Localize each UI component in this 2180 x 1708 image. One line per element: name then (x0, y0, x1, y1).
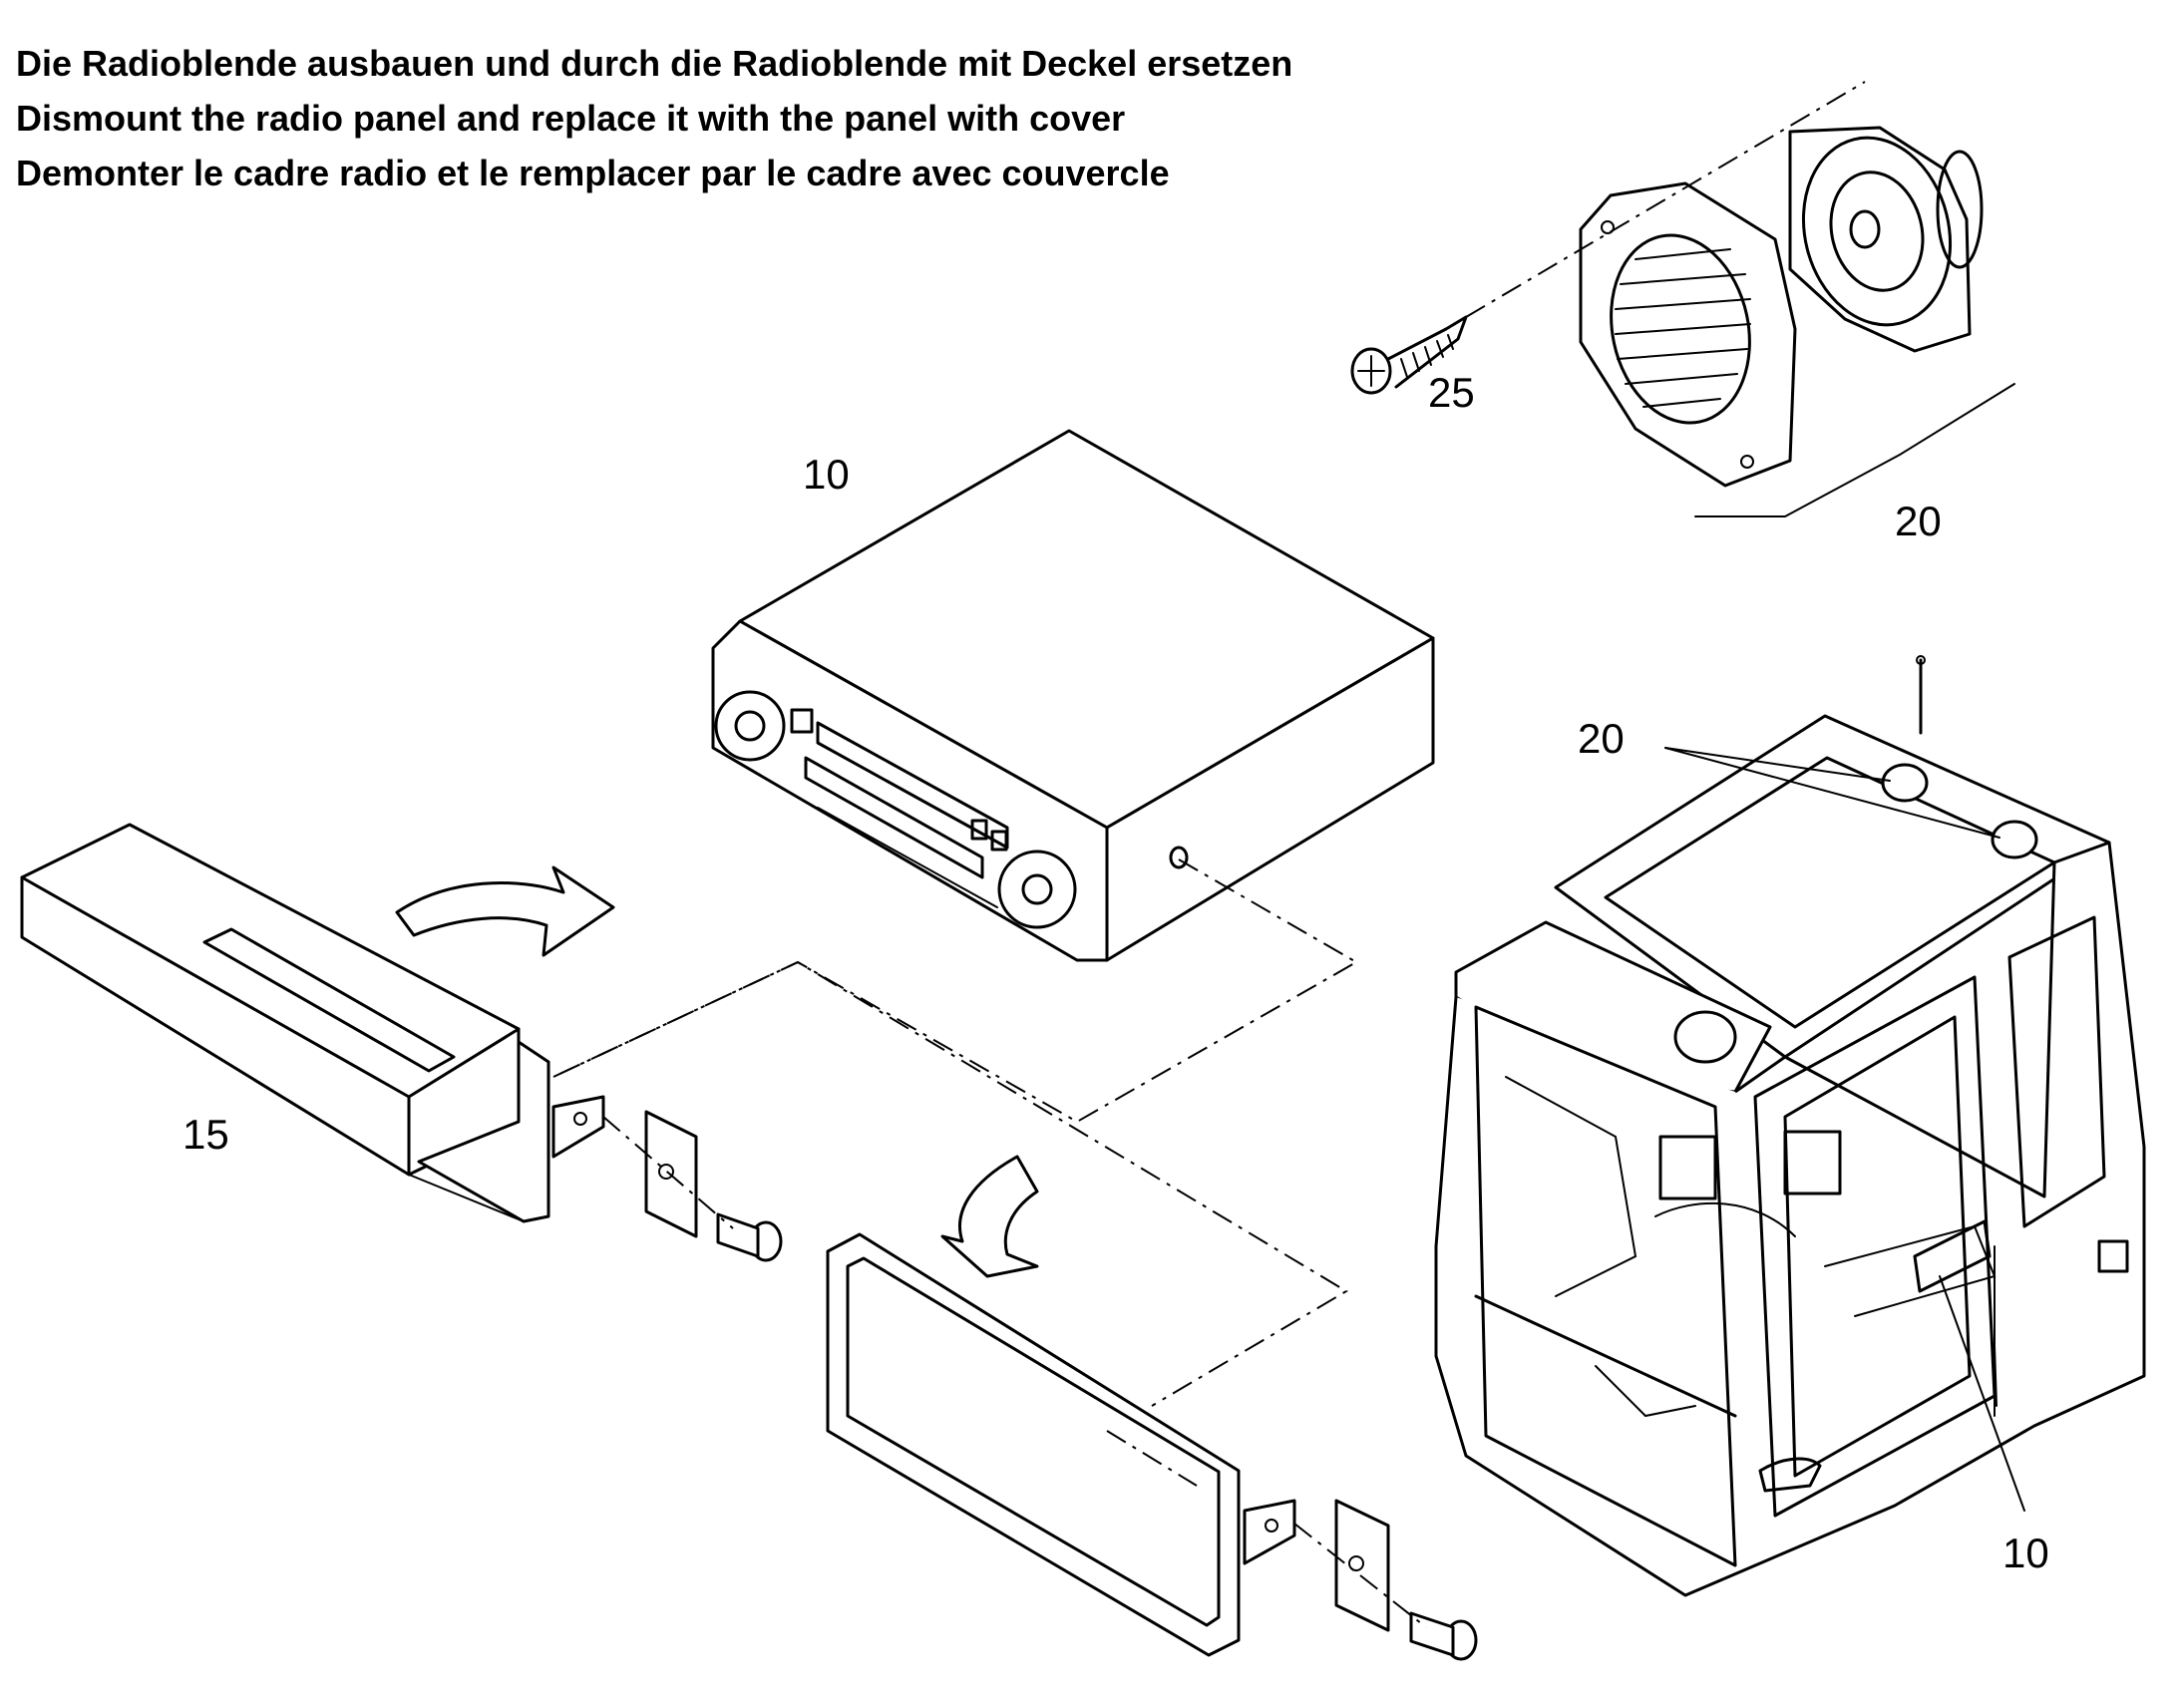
excavator-cab (1434, 655, 2146, 1597)
cover-panel-15 (20, 823, 605, 1223)
callout-cab-speaker: 20 (1578, 715, 1625, 762)
speaker-assembly (1350, 81, 2015, 517)
frame-panel (826, 1232, 1296, 1657)
callout-speaker-top: 20 (1895, 498, 1942, 544)
callout-cover-panel: 15 (182, 1111, 229, 1158)
speaker-grille-holes (1615, 248, 1751, 408)
clip-bracket-right (1334, 1499, 1390, 1632)
cab-speaker-left-icon (1881, 763, 1929, 803)
cab-speaker-right-icon (1991, 820, 2038, 859)
radio-unit (552, 429, 1435, 1407)
instruction-english: Dismount the radio panel and replace it … (16, 98, 1126, 139)
instruction-text-block: Die Radioblende ausbauen und durch die R… (16, 36, 1292, 200)
screw-left (716, 1212, 783, 1262)
instruction-french: Demonter le cadre radio et le remplacer … (16, 153, 1170, 193)
rotate-arrow-down (940, 1155, 1039, 1278)
callout-radio: 10 (803, 451, 850, 498)
screw-right (1409, 1611, 1478, 1661)
callout-screw: 25 (1428, 369, 1475, 416)
rotate-arrow-right (395, 865, 615, 957)
callout-cab-radio: 10 (2002, 1530, 2049, 1576)
instruction-german: Die Radioblende ausbauen und durch die R… (16, 43, 1293, 84)
